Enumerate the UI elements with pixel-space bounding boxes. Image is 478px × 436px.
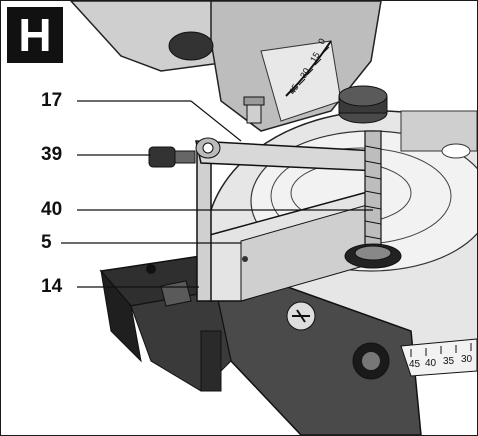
clamp-rod [196,150,212,302]
dial-number-labels: 0 15 30 45 [287,37,327,96]
saw-head [69,1,382,132]
scale-number: 30 [461,354,473,365]
scale-number: 45 [409,359,421,370]
dial-number: 15 [308,50,322,64]
bevel-scale-dial [285,40,332,97]
dial-number: 0 [316,37,327,46]
dial-number: 45 [287,82,301,96]
callout-17: 17 [41,90,63,111]
top-knob [338,85,388,124]
scale-number: 40 [425,358,437,369]
panel-letter-badge: H [7,7,63,63]
clamp-arm [195,137,380,172]
scale-number: 35 [443,356,455,367]
callout-39: 39 [41,144,63,165]
saw-base [99,254,422,435]
miter-scale-labels: 45 40 35 30 [409,354,473,370]
leader-lines [61,100,373,288]
callout-5: 5 [41,232,52,253]
callout-40: 40 [41,199,63,220]
adjust-screw [243,96,265,124]
callout-14: 14 [41,276,63,297]
miter-scale [400,338,477,377]
dial-number: 30 [298,66,312,80]
threaded-spindle [344,130,402,269]
side-knob [148,146,196,168]
